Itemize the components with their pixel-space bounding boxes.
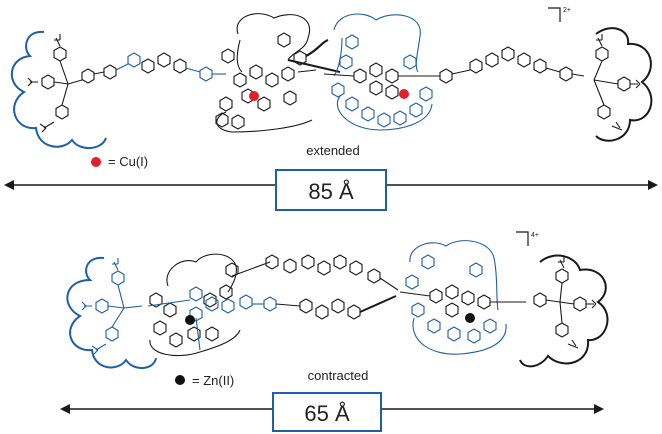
charge-label-top: 2+ — [563, 7, 571, 14]
length-box-top — [275, 169, 387, 211]
right-macrocycle-bottom — [405, 240, 507, 355]
right-trityl-group-bottom — [533, 256, 597, 349]
right-phenanthroline-bottom — [399, 284, 526, 318]
cu-ion-right — [399, 89, 409, 99]
left-stopper-bottom — [66, 256, 157, 369]
left-phenanthroline-bottom — [147, 286, 277, 351]
arrowhead-right-top — [648, 180, 658, 190]
right-phenanthroline-top — [323, 62, 440, 100]
left-axle-top — [81, 52, 226, 84]
arrowhead-right-bottom — [594, 404, 604, 414]
cu-legend-text: = Cu(I) — [108, 154, 148, 169]
left-macrocycle-bottom — [149, 253, 271, 357]
arrowhead-left-top — [4, 180, 14, 190]
charge-bracket-bottom — [516, 231, 529, 246]
zn-legend-dot — [175, 375, 185, 385]
arrowhead-left-bottom — [60, 404, 70, 414]
zn-ion-right — [465, 313, 475, 323]
length-label-bottom: 65 Å — [304, 401, 350, 426]
cu-legend-dot — [91, 157, 101, 167]
length-label-top: 85 Å — [308, 179, 354, 204]
middle-axle-bottom — [265, 254, 399, 320]
charge-bracket-top — [548, 7, 561, 22]
extended-rotaxane-dimer: 2+ extended = Cu(I) 85 Å — [4, 7, 658, 211]
right-axle-top — [439, 46, 585, 84]
charge-label-bottom: 4+ — [531, 232, 539, 239]
extended-label: extended — [306, 143, 360, 158]
right-trityl-group-top — [593, 34, 641, 131]
cu-ion-left — [249, 91, 259, 101]
zn-legend-text: = Zn(II) — [192, 373, 234, 388]
contracted-label: contracted — [308, 368, 369, 383]
zn-ion-left — [185, 315, 195, 325]
left-trityl-group-top — [27, 34, 83, 133]
right-stopper-top — [595, 27, 653, 142]
contracted-rotaxane-dimer: 4+ contracted = Zn(II) 65 Å — [60, 231, 609, 432]
left-macrocycle-top — [215, 13, 341, 133]
left-trityl-group-bottom — [81, 258, 143, 355]
left-stopper-top — [10, 30, 107, 149]
length-box-bottom — [272, 392, 382, 432]
right-stopper-bottom — [519, 254, 609, 368]
